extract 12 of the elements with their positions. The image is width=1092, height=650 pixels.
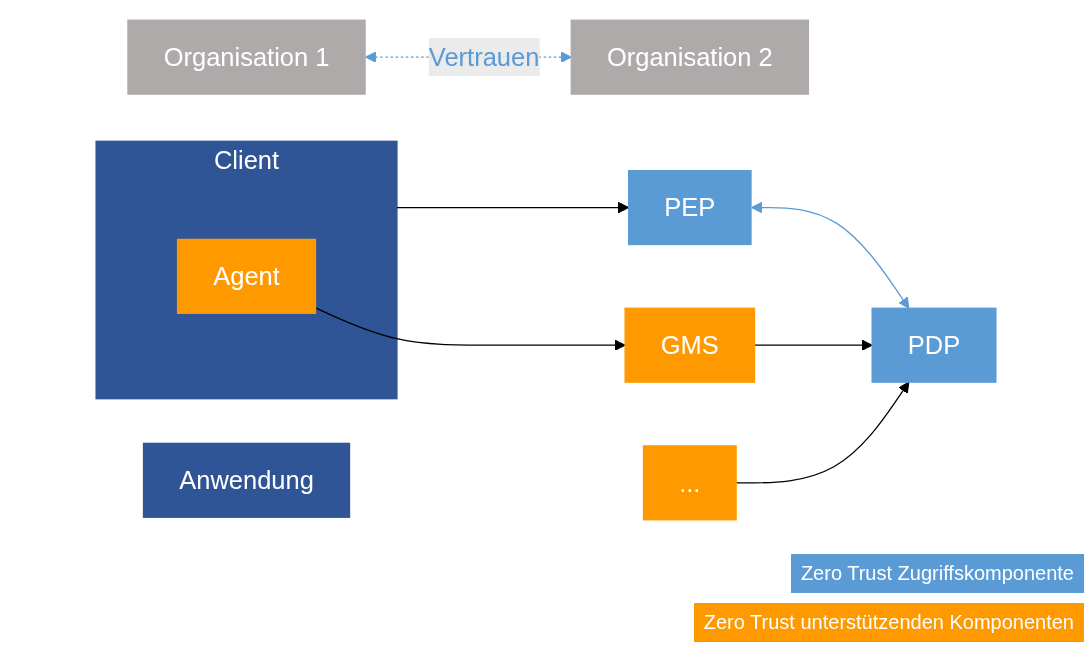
node-box: Organisation 2 (570, 19, 810, 95)
node-box: ... (642, 445, 737, 521)
node-box: Agent (176, 238, 317, 314)
node-box: Organisation 1 (127, 19, 366, 95)
node-box: Anwendung (142, 442, 351, 518)
node-box: GMS (624, 307, 756, 383)
legend-text: Zero Trust Zugriffskomponente (800, 562, 1074, 584)
legend-text: Zero Trust unterstützenden Komponenten (703, 611, 1074, 633)
node-box: PDP (871, 307, 997, 383)
node-box: PEP (628, 169, 752, 246)
arrow (751, 201, 910, 309)
edge-label: Vertrauen (428, 43, 540, 72)
